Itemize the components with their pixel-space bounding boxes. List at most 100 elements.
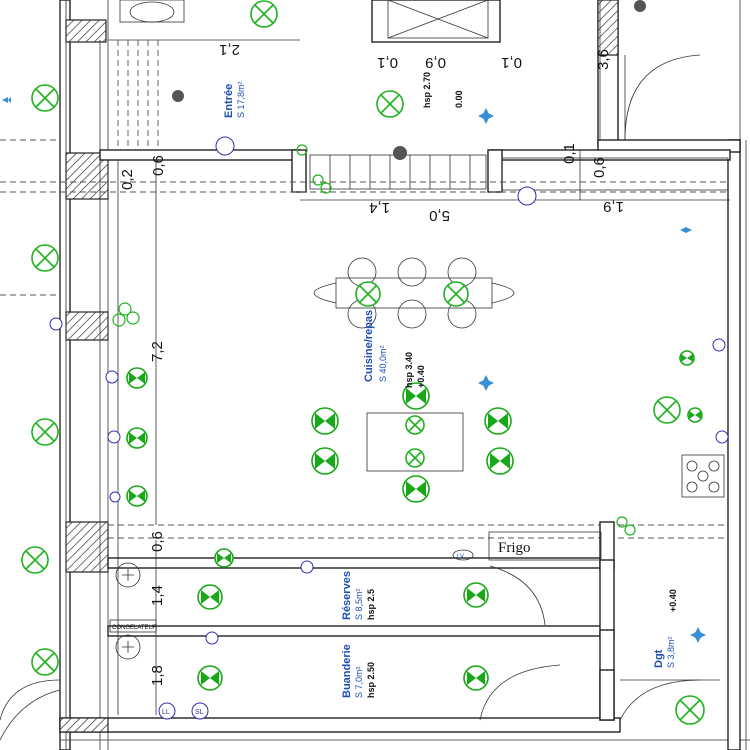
door-arc-entry <box>624 54 701 141</box>
left-wall-hatch-3 <box>65 311 109 341</box>
spot-lamp-icon <box>486 447 514 475</box>
spot-lamp-icon <box>402 382 430 410</box>
room-name-entree: Entrée <box>223 84 235 118</box>
reserves-right-wall <box>599 559 615 639</box>
socket-icon <box>158 702 176 720</box>
lamp-crossed-icon <box>443 281 469 307</box>
switch-cluster-icon <box>312 174 332 194</box>
room-name-buanderie: Buanderie <box>341 644 353 698</box>
dim-label: 0,6 <box>150 155 167 176</box>
dim-label: 0,1 <box>501 54 522 71</box>
spot-lamp-icon <box>311 447 339 475</box>
washer-label: LV <box>457 554 464 560</box>
room-area-dgt: S 3,8m² <box>666 636 676 668</box>
dining-table <box>335 277 493 309</box>
dim-label: 1,9 <box>603 198 624 215</box>
dim-label: 0,9 <box>425 54 446 71</box>
spot-lamp-icon <box>463 665 489 691</box>
dim-label: 0,1 <box>377 54 398 71</box>
dim-label: 0,6 <box>149 531 166 552</box>
small-box-right <box>501 157 729 191</box>
socket-icon <box>205 631 219 645</box>
socket-icon <box>300 560 314 574</box>
kitchen-island <box>366 412 464 472</box>
level-marker-icon <box>690 627 706 643</box>
spot-lamp-icon <box>214 548 234 568</box>
room-name-cuisine: Cuisine/repas <box>363 310 375 382</box>
dim-label: 5,0 <box>429 207 450 224</box>
room-area-reserves: S 8,5m² <box>354 588 364 620</box>
door-arc-reserves <box>489 565 546 626</box>
lamp-crossed-icon <box>653 396 681 424</box>
entree-kitchen-wall-left <box>99 149 301 161</box>
room-area-buanderie: S 7,0m² <box>354 666 364 698</box>
spot-lamp-icon <box>197 584 223 610</box>
socket-icon <box>109 491 121 503</box>
socket-icon <box>107 430 121 444</box>
fan-icon <box>115 634 141 660</box>
socket-label-ll: LL <box>162 709 170 716</box>
reserves-top-wall <box>107 557 609 569</box>
left-outer-wall <box>59 0 71 750</box>
room-area-entree: S 17,8m² <box>236 81 246 118</box>
socket-icon <box>215 136 235 156</box>
room-height-buanderie: hsp 2.50 <box>366 662 376 698</box>
spot-lamp-icon <box>126 427 148 449</box>
spot-lamp-icon <box>484 407 512 435</box>
level-cuisine: +0.40 <box>416 365 426 388</box>
lamp-crossed-icon <box>405 415 425 435</box>
dim-label: 0,1 <box>561 143 578 164</box>
left-wall-hatch-4 <box>65 521 109 573</box>
dim-label: 3,6 <box>595 49 612 70</box>
lamp-crossed-icon <box>675 695 705 725</box>
socket-icon <box>712 338 726 352</box>
spot-lamp-icon <box>311 407 339 435</box>
spot-lamp-icon <box>197 665 223 691</box>
toilet <box>129 1 175 23</box>
entree-kitchen-wall-right <box>489 149 731 161</box>
drain-1 <box>172 90 184 102</box>
dim-label: 1,4 <box>369 199 390 216</box>
level-marker-icon <box>2 97 11 103</box>
lamp-crossed-icon <box>31 648 59 676</box>
door-arc-bottom-left <box>0 679 61 721</box>
lamp-crossed-icon <box>31 244 59 272</box>
dim-label: 1,4 <box>149 585 166 606</box>
switch-cluster-icon <box>296 144 308 156</box>
spot-lamp-icon <box>126 367 148 389</box>
level-marker-icon <box>478 375 494 391</box>
level-dgt: +0.40 <box>668 589 678 612</box>
freezer-label: CONGELATEUR <box>112 625 158 631</box>
drain-2 <box>393 146 407 160</box>
left-wall-hatch-top <box>65 19 107 43</box>
level-marker-icon <box>680 227 692 233</box>
room-height-reserves: hsp 2.5 <box>366 589 376 620</box>
drain-3 <box>634 0 646 12</box>
stove <box>681 454 725 498</box>
socket-label-sl: SL <box>195 709 204 716</box>
room-area-cuisine: S 40,0m² <box>378 345 388 382</box>
spot-lamp-icon <box>463 582 489 608</box>
socket-icon <box>191 702 209 720</box>
lamp-crossed-icon <box>31 418 59 446</box>
spot-lamp-icon <box>687 407 703 423</box>
lamp-crossed-icon <box>250 0 278 28</box>
room-name-dgt: Dgt <box>653 649 665 668</box>
spot-lamp-icon <box>679 350 695 366</box>
bottom-wall-hatch-left <box>59 717 109 733</box>
socket-icon <box>517 186 537 206</box>
lamp-crossed-icon <box>405 448 425 468</box>
door-arc-buanderie <box>479 664 561 721</box>
spot-lamp-icon <box>402 475 430 503</box>
fan-icon <box>115 562 141 588</box>
dim-label: 7,2 <box>149 341 166 362</box>
top-box <box>371 0 501 43</box>
lamp-crossed-icon <box>376 90 404 118</box>
dim-label: 2,1 <box>219 41 240 58</box>
dim-label: 0,2 <box>119 169 136 190</box>
socket-icon <box>49 317 63 331</box>
socket-icon <box>715 430 729 444</box>
room-height-cuisine: hsp 3.40 <box>404 352 414 388</box>
stair-block <box>291 149 307 193</box>
